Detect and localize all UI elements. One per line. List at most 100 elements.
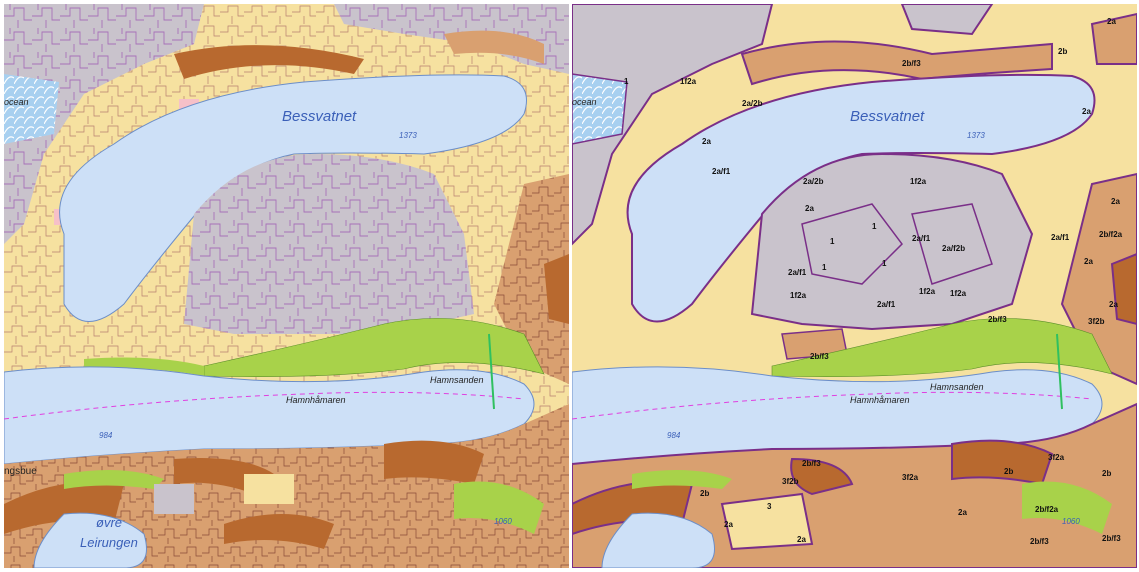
zone-code-label: 2b (1058, 47, 1067, 56)
zone-3-area (224, 514, 334, 549)
zone-code-label: 2a (797, 535, 806, 544)
zone-code-label: 2b (1102, 469, 1111, 478)
elevation-label: 984 (99, 431, 113, 440)
zone-code-label: 2a (1082, 107, 1091, 116)
zone-code-label: 2a (958, 508, 967, 517)
zone-code-label: 1f2a (680, 77, 697, 86)
zone-code-label: 2b/f3 (1030, 537, 1049, 546)
zone-code-label: 2b/f3 (802, 459, 821, 468)
zone-1-area (184, 154, 474, 334)
elevation-label: 1373 (399, 131, 417, 140)
zone-code-label: 2a/2b (742, 99, 763, 108)
zone-2b-area (444, 30, 544, 65)
zone-code-label: 2a (1109, 300, 1118, 309)
zone-code-label: 2a (702, 137, 711, 146)
map-detailed-svg: Bessvatnet 1373 Hamnsanden Hamnhåmaren 9… (4, 4, 569, 568)
zone-code-label: 2a/2b (803, 177, 824, 186)
leirungen-lake (601, 512, 715, 568)
zone-code-label: 2a/f1 (1051, 233, 1070, 242)
map-generalized-svg: Bessvatnet 1373 Hamnsanden Hamnhåmaren 9… (572, 4, 1137, 568)
glacier-area (572, 73, 628, 145)
elevation-label: 1060 (1062, 517, 1080, 526)
bessvatnet-lake (626, 73, 1096, 323)
route-line (572, 391, 1093, 420)
place-label-hamnsanden: Hamnsanden (930, 382, 984, 392)
zone-code-label: 2a/f1 (877, 300, 896, 309)
zone-code-label: 2a/f1 (912, 234, 931, 243)
zone-code-label: 3f2a (1048, 453, 1065, 462)
zone-code-label: 2b (700, 489, 709, 498)
elevation-label: 1060 (494, 517, 512, 526)
zone-3-area (1110, 252, 1137, 326)
zone-code-label: 2b/f3 (810, 352, 829, 361)
zone-code-label: 2b/f3 (988, 315, 1007, 324)
leirungen-lake (33, 512, 147, 568)
lake-label-ovre: øvre (96, 515, 122, 530)
zone-code-label: 2b (1004, 467, 1013, 476)
green-area (771, 318, 1113, 377)
zone-3-area (951, 439, 1054, 486)
zone-code-label: 1 (822, 263, 827, 272)
zone-code-label: 2a/f1 (712, 167, 731, 176)
zone-code-label: 1 (872, 222, 877, 231)
lake-label-bessvatnet: Bessvatnet (850, 108, 925, 125)
zone-1-area (4, 4, 204, 244)
green-area (632, 470, 732, 489)
zone-3-area (544, 254, 569, 324)
elevation-label: 984 (667, 431, 681, 440)
green-area (1022, 481, 1112, 534)
route-line (4, 391, 525, 420)
zone-code-label: 2b/f2a (1035, 505, 1059, 514)
edge-label: ngsbue (4, 466, 37, 477)
zone-code-label: 1f2a (950, 289, 967, 298)
zone-code-label: 2a (805, 204, 814, 213)
green-area (84, 357, 204, 376)
map-panel-generalized[interactable]: Bessvatnet 1373 Hamnsanden Hamnhåmaren 9… (572, 4, 1137, 568)
zone-1-area (572, 4, 774, 246)
zone-1-area (154, 484, 194, 514)
zone-code-label: 2b/f3 (1102, 534, 1121, 543)
zone-2b-area (740, 40, 1053, 86)
zone-code-label: 2a (1111, 197, 1120, 206)
zone-3-area (174, 45, 364, 79)
lake-label-leirungen: Leirungen (80, 535, 138, 550)
zone-code-label: 1 (830, 237, 835, 246)
zone-code-label: 1f2a (790, 291, 807, 300)
glacier-area (4, 74, 59, 144)
zone-2b-area (1090, 12, 1137, 65)
zone-3-area (384, 440, 484, 484)
green-area (64, 470, 164, 489)
zone-code-label: 1 (882, 259, 887, 268)
zone-code-label: 3f2a (902, 473, 919, 482)
place-label-hamnhamaren: Hamnhåmaren (286, 395, 346, 405)
zone-labels: 1 1f2a 2a/2b 2b/f3 2b 2a 2a/f1 2a 2a/2b 2a 1f2a 2a/… (624, 17, 1123, 546)
trail-line (1056, 333, 1063, 410)
zone-1-area (900, 4, 994, 36)
zone-code-label: 3f2b (782, 477, 799, 486)
place-label-hamnhamaren: Hamnhåmaren (850, 395, 910, 405)
zone-code-label: 3 (767, 502, 772, 511)
zone-boundary (801, 203, 993, 285)
zone-code-label: 2b/f2a (1099, 230, 1123, 239)
map-panel-detailed[interactable]: Bessvatnet 1373 Hamnsanden Hamnhåmaren 9… (4, 4, 569, 568)
lake-label-bessvatnet: Bessvatnet (282, 108, 357, 125)
zone-3-area (790, 457, 854, 496)
zone-code-label: 1f2a (910, 177, 927, 186)
zone-1-area (750, 152, 1034, 331)
edge-label: ocean (4, 97, 29, 107)
zone-code-label: 2a (1107, 17, 1116, 26)
elevation-label: 1373 (967, 131, 985, 140)
zone-2a-area (720, 492, 814, 551)
zone-2a-area (244, 474, 294, 504)
bessvatnet-lake (59, 74, 527, 322)
zone-code-label: 2a/f1 (788, 268, 807, 277)
place-label-hamnsanden: Hamnsanden (430, 375, 484, 385)
edge-label: ocean (572, 97, 597, 107)
zone-code-label: 3f2b (1088, 317, 1105, 326)
trail-line (488, 333, 495, 410)
green-area (203, 318, 545, 377)
zone-code-label: 1 (624, 77, 629, 86)
zone-code-label: 1f2a (919, 287, 936, 296)
zone-code-label: 2b/f3 (902, 59, 921, 68)
zone-code-label: 2a (1084, 257, 1093, 266)
